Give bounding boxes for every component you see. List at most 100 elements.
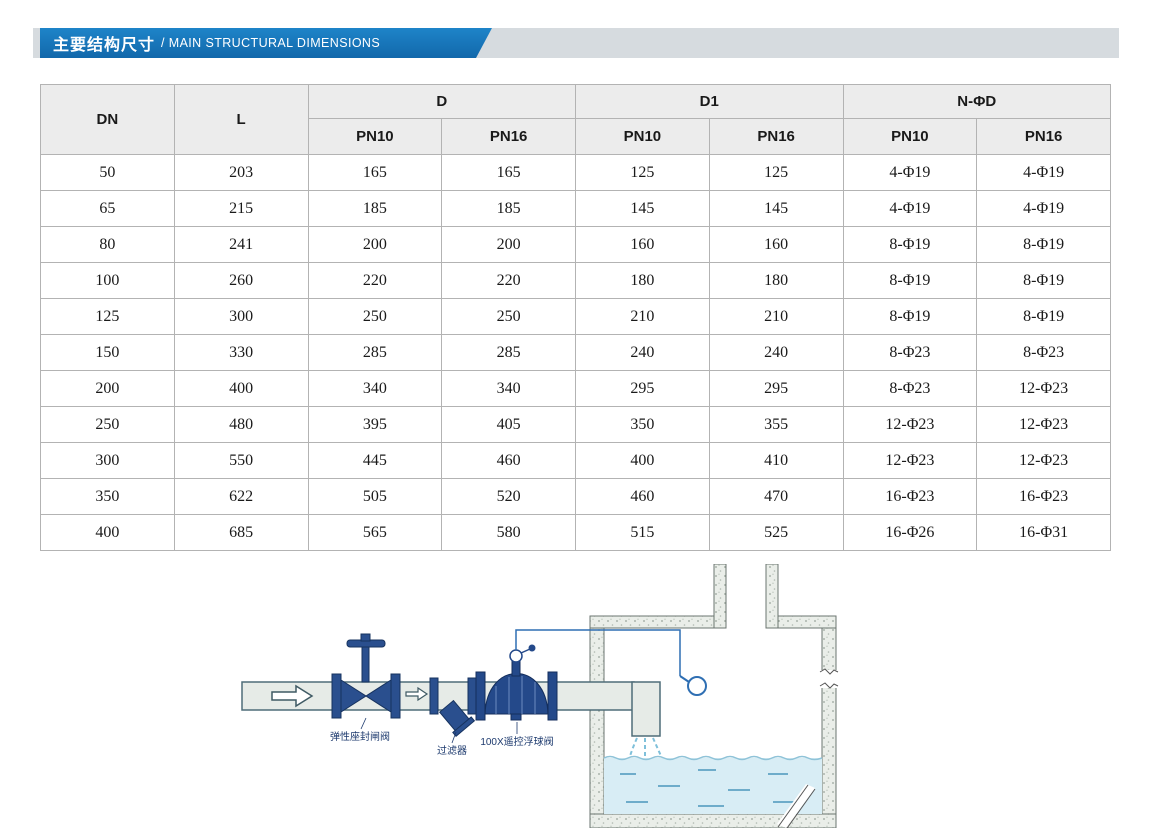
table-cell: 480 [173, 406, 309, 443]
table-cell: 220 [307, 262, 443, 299]
table-cell: 622 [173, 478, 309, 515]
table-cell: 460 [441, 442, 576, 479]
strainer-label: 过滤器 [437, 744, 467, 757]
wall-break [819, 668, 839, 689]
table-cell: 8-Φ23 [842, 334, 978, 371]
table-cell: 340 [307, 370, 443, 407]
table-cell: 185 [441, 190, 576, 227]
table-cell: 295 [708, 370, 844, 407]
table-cell: 410 [708, 442, 844, 479]
table-cell: 550 [173, 442, 309, 479]
water-spray [629, 737, 662, 757]
table-cell: 580 [441, 514, 576, 551]
col-header-d1-pn10: PN10 [575, 118, 710, 155]
table-cell: 12-Φ23 [976, 442, 1111, 479]
table-cell: 80 [40, 226, 175, 263]
table-cell: 210 [575, 298, 710, 335]
table-cell: 520 [441, 478, 576, 515]
table-cell: 525 [708, 514, 844, 551]
table-cell: 220 [441, 262, 576, 299]
dimensions-table-head: DN L D D1 N-ΦD PN10 PN16 PN10 PN16 PN10 … [40, 84, 1111, 155]
col-header-l: L [173, 84, 309, 155]
table-cell: 285 [441, 334, 576, 371]
table-cell: 8-Φ19 [976, 298, 1111, 335]
col-header-d1-pn16: PN16 [708, 118, 844, 155]
table-cell: 240 [575, 334, 710, 371]
col-header-nd-pn16: PN16 [976, 118, 1111, 155]
table-cell: 300 [40, 442, 175, 479]
table-cell: 16-Φ23 [976, 478, 1111, 515]
table-cell: 445 [307, 442, 443, 479]
table-cell: 180 [575, 262, 710, 299]
table-cell: 505 [307, 478, 443, 515]
table-cell: 125 [708, 154, 844, 191]
table-cell: 165 [441, 154, 576, 191]
table-cell: 200 [307, 226, 443, 263]
table-cell: 125 [575, 154, 710, 191]
col-header-d-pn16: PN16 [441, 118, 576, 155]
col-header-d1: D1 [575, 84, 844, 119]
strainer [429, 677, 477, 737]
float-control-valve [475, 644, 558, 721]
small-arrow-icon [405, 686, 429, 702]
section-title-en: / MAIN STRUCTURAL DIMENSIONS [161, 36, 381, 50]
gate-valve [331, 633, 401, 719]
table-cell: 241 [173, 226, 309, 263]
table-cell: 12-Φ23 [976, 370, 1111, 407]
table-cell: 395 [307, 406, 443, 443]
table-cell: 12-Φ23 [842, 406, 978, 443]
table-cell: 8-Φ19 [842, 226, 978, 263]
table-cell: 145 [708, 190, 844, 227]
float-valve-label: 100X遥控浮球阀 [480, 735, 553, 748]
table-cell: 4-Φ19 [842, 154, 978, 191]
header-row-pn: PN10 PN16 PN10 PN16 PN10 PN16 [41, 118, 1111, 155]
table-cell: 180 [708, 262, 844, 299]
pilot-line-and-float [515, 629, 707, 696]
flow-arrow-icon [271, 684, 314, 708]
table-cell: 125 [40, 298, 175, 335]
table-cell: 460 [575, 478, 710, 515]
table-cell: 100 [40, 262, 175, 299]
col-header-nd: N-ΦD [842, 84, 1111, 119]
table-cell: 16-Φ31 [976, 514, 1111, 551]
table-cell: 250 [307, 298, 443, 335]
table-cell: 295 [575, 370, 710, 407]
table-cell: 16-Φ26 [842, 514, 978, 551]
table-cell: 8-Φ19 [976, 226, 1111, 263]
col-header-d-pn10: PN10 [307, 118, 443, 155]
installation-diagram: 弹性座封闸阀 过滤器 100X遥控浮球阀 [228, 564, 888, 828]
dimensions-table-wrapper: DN L D D1 N-ΦD PN10 PN16 PN10 PN16 PN10 … [40, 84, 1111, 551]
section-title-cn: 主要结构尺寸 [53, 37, 156, 54]
section-title-ribbon: 主要结构尺寸 / MAIN STRUCTURAL DIMENSIONS [40, 28, 492, 58]
table-cell: 400 [575, 442, 710, 479]
table-cell: 210 [708, 298, 844, 335]
table-cell: 160 [575, 226, 710, 263]
table-cell: 340 [441, 370, 576, 407]
corner-break [777, 784, 816, 828]
table-cell: 203 [173, 154, 309, 191]
table-cell: 12-Φ23 [976, 406, 1111, 443]
table-cell: 4-Φ19 [842, 190, 978, 227]
table-cell: 12-Φ23 [842, 442, 978, 479]
table-cell: 330 [173, 334, 309, 371]
table-cell: 200 [441, 226, 576, 263]
table-cell: 8-Φ19 [976, 262, 1111, 299]
table-cell: 350 [575, 406, 710, 443]
table-cell: 200 [40, 370, 175, 407]
table-cell: 8-Φ19 [842, 262, 978, 299]
col-header-dn: DN [40, 84, 175, 155]
table-cell: 250 [441, 298, 576, 335]
table-cell: 565 [307, 514, 443, 551]
table-cell: 685 [173, 514, 309, 551]
table-cell: 240 [708, 334, 844, 371]
table-cell: 405 [441, 406, 576, 443]
